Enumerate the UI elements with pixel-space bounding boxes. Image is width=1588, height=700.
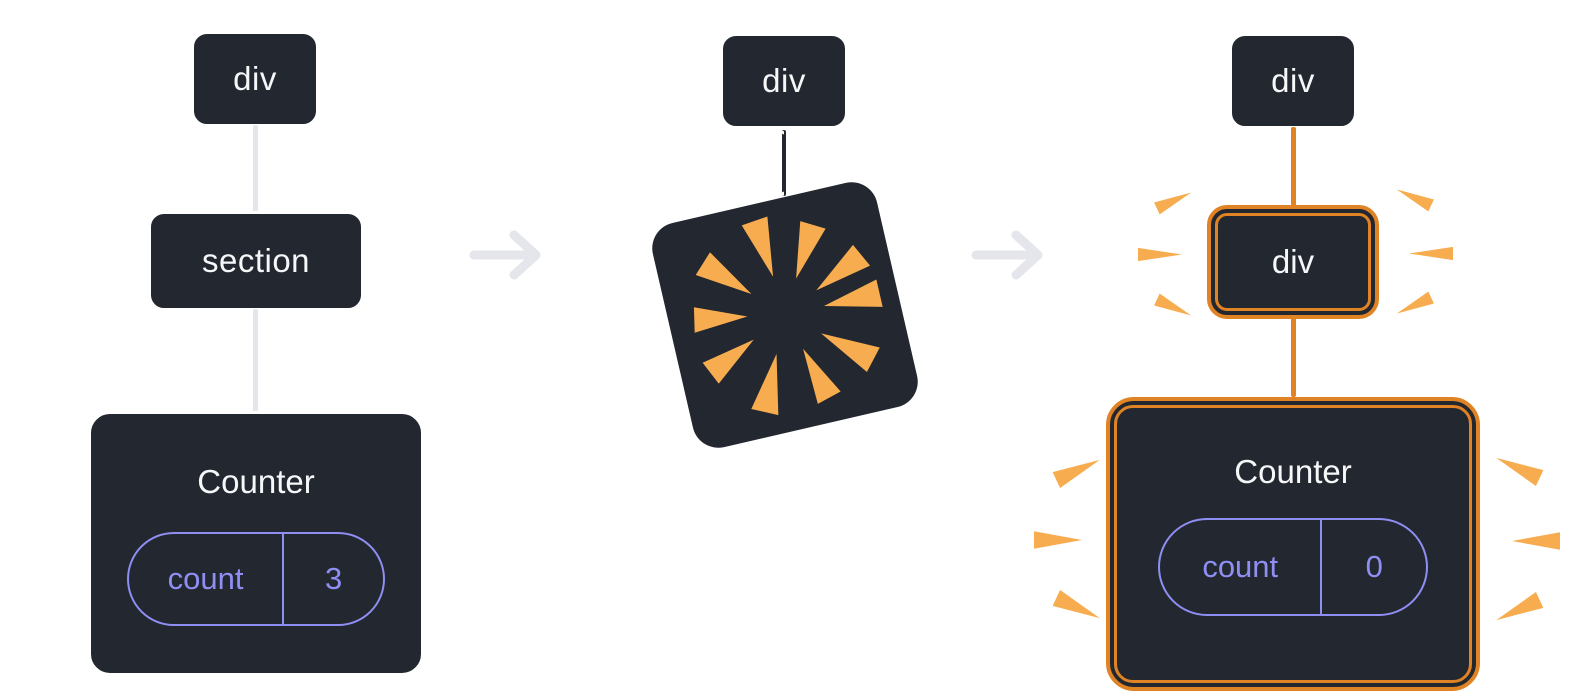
state-value: 3 <box>324 561 343 596</box>
poof-destroyed-node-icon <box>647 177 923 453</box>
state-value: 0 <box>1365 549 1383 584</box>
broken-connector <box>782 130 786 196</box>
dom-node-new-div: div <box>1207 205 1379 319</box>
tree-connector <box>253 125 258 215</box>
state-pill: count 3 <box>127 532 385 626</box>
dom-node-label: div <box>762 62 806 99</box>
spark-icon <box>1409 246 1453 261</box>
spark-icon <box>1394 291 1435 321</box>
spark-icon <box>1394 183 1435 213</box>
spark-icon <box>1492 449 1544 487</box>
component-title: Counter <box>197 463 315 500</box>
spark-icon <box>1052 451 1104 489</box>
state-pill: count 0 <box>1158 518 1428 616</box>
dom-node-section-before: section <box>148 211 364 311</box>
spark-icon <box>1492 591 1544 629</box>
dom-node-label: div <box>1271 62 1315 99</box>
dom-node-root-before: div <box>191 31 319 127</box>
spark-icon <box>1512 532 1560 550</box>
spark-icon <box>1154 186 1195 216</box>
spark-icon <box>1034 530 1082 550</box>
spark-icon <box>1052 589 1104 627</box>
dom-node-label: section <box>201 242 311 279</box>
tree-connector-highlight <box>1291 317 1296 397</box>
poof-sparks-icon <box>693 216 883 416</box>
transition-arrow-icon <box>970 223 1050 287</box>
dom-node-root-after: div <box>1229 33 1357 129</box>
dom-node-root-destroyed: div <box>720 33 848 129</box>
component-title: Counter <box>1234 453 1352 490</box>
transition-arrow-icon <box>468 223 548 287</box>
spark-icon <box>1138 247 1182 262</box>
dom-node-label: div <box>1271 243 1315 280</box>
spark-icon <box>1154 293 1195 323</box>
counter-component-after: Counter count 0 <box>1106 397 1480 691</box>
tree-connector <box>253 309 258 413</box>
state-key: count <box>1160 520 1323 614</box>
counter-component-before: Counter count 3 <box>88 411 424 676</box>
state-key: count <box>129 534 285 624</box>
dom-node-label: div <box>233 60 277 97</box>
tree-connector-highlight <box>1291 127 1296 207</box>
